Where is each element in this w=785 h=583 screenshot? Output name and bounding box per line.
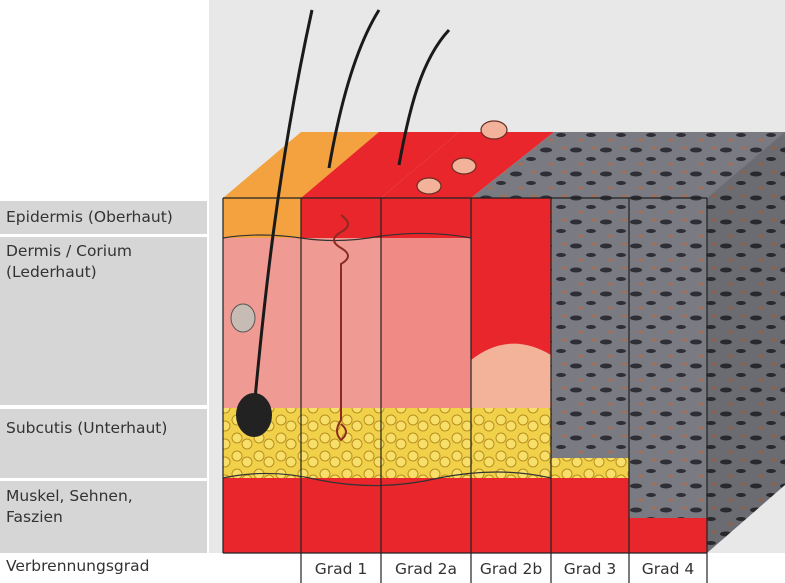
blister-2	[452, 158, 476, 174]
column-normal	[223, 198, 301, 553]
muscle-label: Muskel, Sehnen, Faszien	[0, 481, 207, 553]
column-grad3	[551, 198, 629, 553]
dermis-label-line1: Dermis / Corium	[6, 241, 201, 262]
grade-2a-label: Grad 2a	[381, 555, 471, 583]
sebaceous-gland	[231, 304, 255, 332]
grade-1-label: Grad 1	[301, 555, 381, 583]
burn-degree-label: Verbrennungsgrad	[6, 557, 149, 575]
epidermis-label-text: Epidermis (Oberhaut)	[6, 207, 201, 228]
column-grad2b	[471, 198, 551, 553]
dermis-label-line2: (Lederhaut)	[6, 262, 201, 283]
muscle-label-line1: Muskel, Sehnen,	[6, 486, 201, 507]
subcutis-label-text: Subcutis (Unterhaut)	[6, 418, 201, 439]
hair-follicle	[236, 393, 272, 437]
skin-burn-illustration	[209, 0, 785, 583]
blister-3	[481, 121, 507, 139]
column-grad2a	[381, 198, 471, 553]
layer-labels: Epidermis (Oberhaut) Dermis / Corium (Le…	[0, 0, 207, 583]
muscle-label-line2: Faszien	[6, 507, 201, 528]
column-grad4	[629, 198, 707, 553]
dermis-label: Dermis / Corium (Lederhaut)	[0, 237, 207, 405]
epidermis-label: Epidermis (Oberhaut)	[0, 201, 207, 234]
grade-4-label: Grad 4	[629, 555, 707, 583]
blister-1	[417, 178, 441, 194]
subcutis-label: Subcutis (Unterhaut)	[0, 409, 207, 478]
grade-2b-label: Grad 2b	[471, 555, 551, 583]
grade-3-label: Grad 3	[551, 555, 629, 583]
